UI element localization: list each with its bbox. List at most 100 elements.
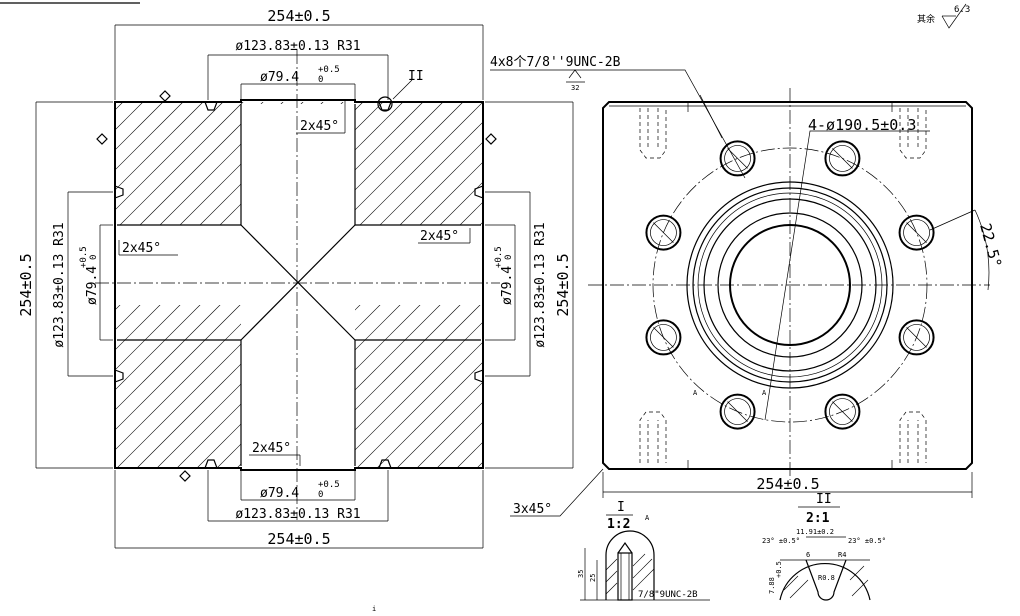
chamfer-left: 2x45° bbox=[122, 241, 161, 256]
detail-I-label: I bbox=[617, 500, 625, 515]
angle-note: 22.5° bbox=[976, 221, 1005, 269]
detail-II-angle-left: 23° ±0.5° bbox=[762, 537, 800, 545]
hatch-line bbox=[115, 102, 206, 468]
stray-mark: i bbox=[372, 605, 376, 613]
dim-overall-right: 254±0.5 bbox=[554, 253, 572, 316]
hatch-line bbox=[115, 102, 466, 468]
detail-I-scale: 1:2 bbox=[607, 517, 630, 532]
bolt-hole-thread bbox=[650, 324, 677, 351]
roughness-value: 6.3 bbox=[954, 5, 970, 15]
detail-I: I 1:2 A 35 25 7/8"9UNC-2B bbox=[577, 500, 710, 601]
detail-II-label: II bbox=[816, 492, 832, 507]
bolt-hole bbox=[719, 140, 756, 177]
hatch-line bbox=[394, 102, 483, 468]
dim-bore-left: ø123.83±0.13 R31 bbox=[52, 222, 67, 347]
dim-overall-top: 254±0.5 bbox=[267, 7, 330, 25]
bolt-hole-thread bbox=[724, 398, 751, 425]
hatch-line bbox=[374, 102, 483, 468]
hatch-line bbox=[334, 102, 483, 468]
front-dim-width: 254±0.5 bbox=[756, 475, 819, 493]
dim-overall-bottom: 254±0.5 bbox=[267, 530, 330, 548]
tol-upper-right: +0.5 bbox=[494, 246, 504, 268]
hatch-line bbox=[174, 102, 483, 468]
section-view: 254±0.5 ø123.83±0.13 R31 ø79.4 +0.5 0 2x… bbox=[0, 7, 574, 549]
thread-depth: 32 bbox=[571, 84, 579, 92]
dim-inner-right: ø79.4 bbox=[500, 266, 515, 305]
detail-II-angle-right: 23° ±0.5° bbox=[848, 537, 886, 545]
detail-II: II 2:1 11.91±0.2 23° ±0.5° 23° ±0.5° R0.… bbox=[762, 492, 886, 601]
hatch-line bbox=[134, 102, 483, 468]
bolt-hole-mark bbox=[906, 222, 927, 243]
bolt-hole-thread bbox=[724, 145, 751, 172]
hatch-line bbox=[314, 102, 483, 468]
detail-I-dim-35: 35 bbox=[577, 570, 585, 578]
hatch-line bbox=[115, 102, 246, 468]
edge-chamfer: 3x45° bbox=[513, 502, 552, 517]
bolt-hole-thread bbox=[829, 145, 856, 172]
hatch-line bbox=[214, 102, 483, 468]
front-view: A A 4x8个7/8''9UNC-2B 32 4-ø190.5±0.3 22.… bbox=[490, 55, 1005, 517]
thread-note: 4x8个7/8''9UNC-2B bbox=[490, 55, 621, 70]
bolt-hole bbox=[645, 319, 682, 356]
hatch-line bbox=[115, 102, 326, 468]
dim-inner-bottom: ø79.4 bbox=[260, 486, 299, 501]
dim-bore-bottom: ø123.83±0.13 R31 bbox=[235, 507, 360, 522]
tol-lower-bottom: 0 bbox=[318, 490, 323, 500]
bolt-hole-mark bbox=[727, 148, 748, 169]
hatch-line bbox=[115, 102, 286, 468]
bolt-hole-thread bbox=[650, 219, 677, 246]
detail-II-radius: R0.8 bbox=[818, 574, 835, 582]
bolt-hole bbox=[719, 393, 756, 430]
bolt-hole-thread bbox=[903, 324, 930, 351]
bolt-hole-mark bbox=[832, 401, 853, 422]
detail-II-scale: 2:1 bbox=[806, 511, 830, 526]
chamfer-right: 2x45° bbox=[420, 229, 459, 244]
roughness-symbol: 其余 6.3 bbox=[917, 3, 970, 29]
dim-overall-left: 254±0.5 bbox=[17, 253, 35, 316]
tol-lower-right: 0 bbox=[504, 255, 514, 260]
bolt-hole-thread bbox=[903, 219, 930, 246]
seal-groove-notches bbox=[114, 101, 484, 469]
detail-I-dim-25: 25 bbox=[589, 574, 597, 582]
bolt-hole-mark bbox=[727, 401, 748, 422]
detail-II-depth-small: 6 bbox=[806, 551, 810, 559]
hatch-line bbox=[414, 102, 483, 468]
dim-inner-left: ø79.4 bbox=[85, 266, 100, 305]
hatch-line bbox=[0, 100, 85, 470]
detail-callout-II: II bbox=[408, 69, 424, 84]
hatch-line bbox=[115, 102, 426, 468]
hatch-line bbox=[154, 102, 483, 468]
bolt-hole-mark bbox=[906, 327, 927, 348]
bolt-hole bbox=[645, 214, 682, 251]
section-mark-a2: A bbox=[762, 389, 767, 397]
detail-II-depth-tol: +0.5 bbox=[775, 561, 783, 578]
bolt-holes bbox=[645, 140, 935, 430]
datum-diamonds bbox=[96, 90, 497, 482]
bolt-hole-mark bbox=[832, 148, 853, 169]
roughness-label: 其余 bbox=[917, 13, 935, 25]
bolt-hole bbox=[898, 214, 935, 251]
hatch-line bbox=[115, 102, 386, 468]
tol-upper-bottom: +0.5 bbox=[318, 480, 340, 490]
hatch-line bbox=[115, 102, 186, 468]
bolt-hole-mark bbox=[653, 222, 674, 243]
bolt-hole bbox=[898, 319, 935, 356]
hatch-line bbox=[354, 102, 483, 468]
bolt-hole-mark bbox=[653, 327, 674, 348]
detail-II-width: 11.91±0.2 bbox=[796, 528, 834, 536]
detail-II-r-small: R4 bbox=[838, 551, 846, 559]
hatch-line bbox=[115, 102, 446, 468]
tol-lower-top: 0 bbox=[318, 75, 323, 85]
dim-bore-top: ø123.83±0.13 R31 bbox=[235, 39, 360, 54]
tol-upper-left: +0.5 bbox=[79, 246, 89, 268]
chamfer-top: 2x45° bbox=[300, 119, 339, 134]
hatch-line bbox=[234, 102, 483, 468]
section-mark-a1: A bbox=[693, 389, 698, 397]
detail-I-thread: 7/8"9UNC-2B bbox=[638, 590, 698, 600]
bolt-hole bbox=[824, 393, 861, 430]
hidden-tapped-holes bbox=[639, 108, 927, 463]
center-bore bbox=[729, 224, 851, 346]
bolt-circle bbox=[652, 147, 928, 423]
hatch-line bbox=[115, 102, 266, 468]
